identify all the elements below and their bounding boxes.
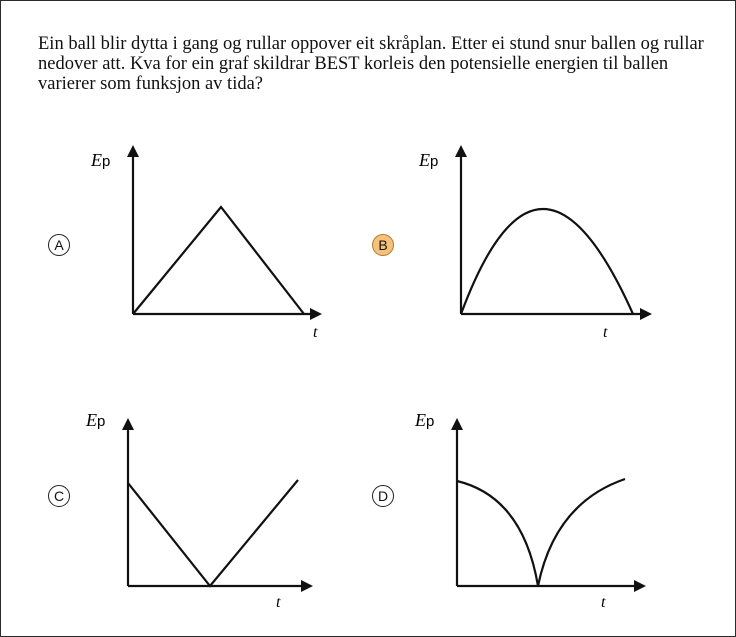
x-axis-arrow-a	[310, 308, 322, 320]
y-axis-arrow-a	[127, 145, 139, 157]
graph-c: Ep t	[85, 410, 313, 611]
x-axis-label-d: t	[601, 594, 606, 611]
curve-a	[132, 205, 305, 315]
y-axis-arrow-c	[122, 418, 134, 430]
svg-text:Ep: Ep	[85, 410, 105, 430]
y-axis-label-symbol-b: E	[418, 150, 430, 170]
y-axis-label-subscript-d: p	[426, 413, 434, 430]
y-axis-label-symbol-c: E	[85, 410, 97, 430]
option-c-button[interactable]: C	[48, 485, 70, 507]
x-axis-arrow-b	[640, 308, 652, 320]
x-axis-label-c: t	[276, 594, 281, 611]
option-a-button[interactable]: A	[48, 234, 70, 256]
x-axis-label-a: t	[313, 324, 318, 341]
x-axis-arrow-c	[301, 580, 313, 592]
y-axis-arrow-b	[455, 145, 467, 157]
question-text: Ein ball blir dytta i gang og rullar opp…	[38, 34, 704, 94]
x-axis-arrow-d	[634, 580, 646, 592]
y-axis-label-subscript-b: p	[430, 153, 438, 170]
graph-b: Ep t	[418, 145, 652, 341]
graph-a: Ep t	[90, 145, 322, 341]
svg-text:Ep: Ep	[414, 410, 434, 430]
svg-text:Ep: Ep	[90, 150, 110, 170]
curve-b	[459, 208, 635, 315]
y-axis-label-symbol-a: E	[90, 150, 102, 170]
option-d-button[interactable]: D	[372, 485, 394, 507]
curve-c	[127, 479, 299, 588]
y-axis-label-subscript-c: p	[97, 413, 105, 430]
y-axis-arrow-d	[451, 418, 463, 430]
y-axis-label-subscript-a: p	[102, 153, 110, 170]
curve-d	[456, 477, 626, 587]
x-axis-label-b: t	[603, 324, 608, 341]
y-axis-label-symbol-d: E	[414, 410, 426, 430]
svg-text:Ep: Ep	[418, 150, 438, 170]
graph-d: Ep t	[414, 410, 646, 611]
option-b-button[interactable]: B	[372, 234, 394, 256]
